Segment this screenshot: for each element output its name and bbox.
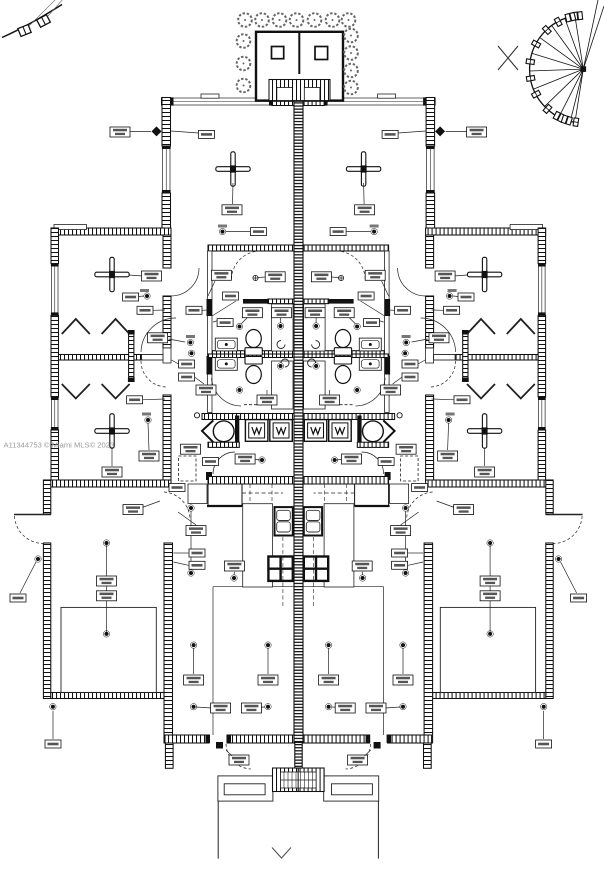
svg-text:A11344753 © Miami MLS© 2023: A11344753 © Miami MLS© 2023	[4, 441, 115, 450]
